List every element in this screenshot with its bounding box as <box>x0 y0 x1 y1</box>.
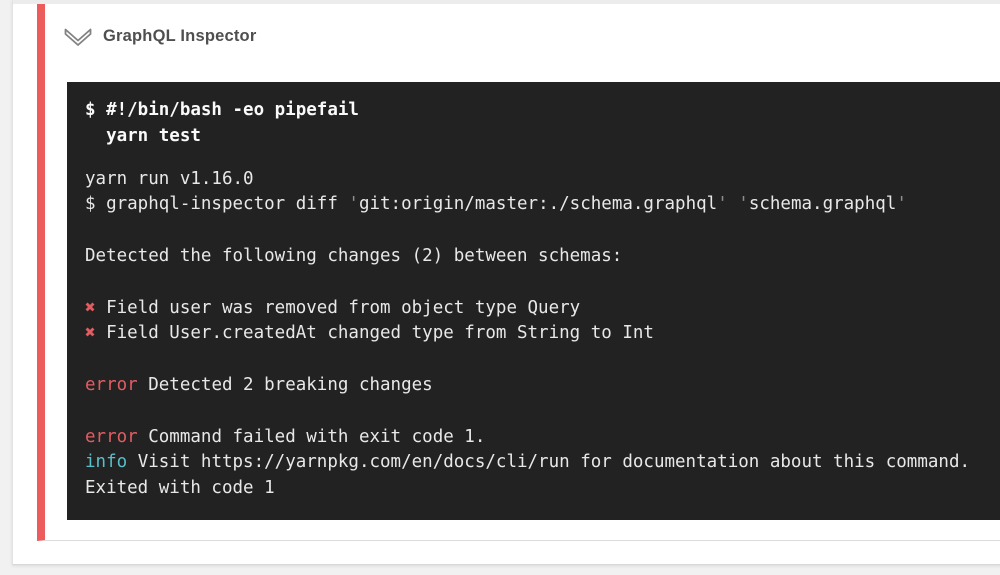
terminal-line: $ #!/bin/bash -eo pipefail <box>85 100 359 120</box>
terminal-line <box>85 347 1000 373</box>
terminal-line: ✖ Field user was removed from object typ… <box>85 297 581 318</box>
terminal-line: Exited with code 1 <box>85 478 275 499</box>
terminal-line: yarn test <box>85 125 201 146</box>
build-step-card: GraphQL Inspector $ #!/bin/bash -eo pipe… <box>12 0 1000 565</box>
terminal-output-block: yarn run v1.16.0 $ graphql-inspector diff… <box>85 167 1000 502</box>
terminal-line: info Visit https://yarnpkg.com/en/docs/c… <box>85 452 971 473</box>
terminal-line: error Detected 2 breaking changes <box>85 374 433 395</box>
terminal-line <box>85 218 1000 244</box>
chevron-down-icon[interactable] <box>63 25 93 48</box>
terminal-line <box>85 399 1000 425</box>
terminal-line: $ graphql-inspector diff 'git:origin/mas… <box>85 194 907 215</box>
card-top-divider <box>13 0 1000 4</box>
step-row-failed: GraphQL Inspector $ #!/bin/bash -eo pipe… <box>37 4 1000 541</box>
step-header[interactable]: GraphQL Inspector <box>45 4 1000 48</box>
step-title: GraphQL Inspector <box>103 27 257 45</box>
terminal-line: Detected the following changes (2) betwe… <box>85 245 623 266</box>
terminal-output: $ #!/bin/bash -eo pipefail yarn test yar… <box>67 82 1000 520</box>
terminal-line: ✖ Field User.createdAt changed type from… <box>85 323 654 344</box>
terminal-command-block: $ #!/bin/bash -eo pipefail yarn test <box>85 98 1000 150</box>
terminal-line: error Command failed with exit code 1. <box>85 426 486 447</box>
terminal-line <box>85 270 1000 296</box>
terminal-line: yarn run v1.16.0 <box>85 168 254 189</box>
